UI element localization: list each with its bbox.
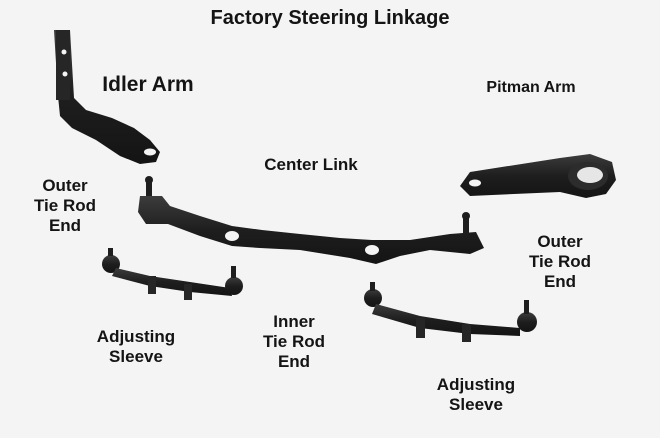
label-adjusting-sleeve-left: Adjusting Sleeve <box>76 327 196 367</box>
label-outer-tie-rod-end-left: Outer Tie Rod End <box>20 176 110 236</box>
left-tie-rod-assembly <box>102 248 243 300</box>
label-idler-arm: Idler Arm <box>88 73 208 98</box>
pitman-arm-part <box>460 154 616 198</box>
label-center-link: Center Link <box>246 155 376 175</box>
right-tie-rod-assembly <box>364 282 537 342</box>
label-pitman-arm: Pitman Arm <box>466 79 596 98</box>
label-outer-tie-rod-end-right: Outer Tie Rod End <box>514 232 606 292</box>
page-title: Factory Steering Linkage <box>0 7 660 31</box>
label-adjusting-sleeve-right: Adjusting Sleeve <box>416 375 536 415</box>
center-link-part <box>138 176 484 264</box>
label-inner-tie-rod-end: Inner Tie Rod End <box>244 312 344 372</box>
